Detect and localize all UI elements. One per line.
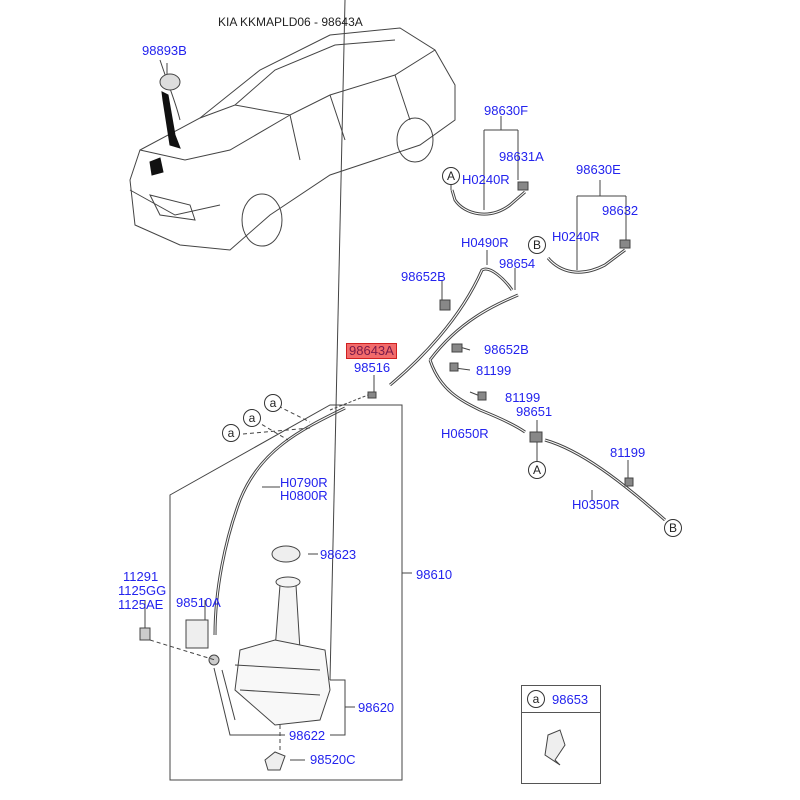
part-label-H0240R-b[interactable]: H0240R (552, 229, 600, 244)
part-label-H0800R[interactable]: H0800R (280, 488, 328, 503)
part-label-98622[interactable]: 98622 (289, 728, 326, 743)
part-label-98652B-b[interactable]: 98652B (484, 342, 529, 357)
part-label-98630E[interactable]: 98630E (576, 162, 621, 177)
callout-B-lower: B (664, 519, 682, 537)
part-label-98620[interactable]: 98620 (358, 700, 395, 715)
part-label-81199-c[interactable]: 81199 (610, 445, 646, 460)
part-label-H0650R[interactable]: H0650R (441, 426, 489, 441)
part-label-98893B[interactable]: 98893B (142, 43, 187, 58)
part-label-98652B-a[interactable]: 98652B (401, 269, 446, 284)
part-label-98630F[interactable]: 98630F (484, 103, 529, 118)
part-label-98510A[interactable]: 98510A (176, 595, 221, 610)
part-label-81199-a[interactable]: 81199 (476, 363, 512, 378)
part-label-H0240R-a[interactable]: H0240R (462, 172, 510, 187)
part-label-11291[interactable]: 11291 (123, 569, 159, 584)
part-label-98632[interactable]: 98632 (602, 203, 639, 218)
part-label-98516[interactable]: 98516 (354, 360, 391, 375)
callout-A-lower: A (528, 461, 546, 479)
part-label-H0790R[interactable]: H0790R (280, 475, 328, 490)
part-label-98631A[interactable]: 98631A (499, 149, 544, 164)
callout-a-3: a (264, 394, 282, 412)
washer-reservoir (185, 545, 331, 771)
legend-part-label[interactable]: 98653 (552, 692, 589, 707)
assembly-outline (169, 404, 403, 781)
part-label-H0490R[interactable]: H0490R (461, 235, 509, 250)
callout-a-2: a (243, 409, 261, 427)
part-label-98654[interactable]: 98654 (499, 256, 536, 271)
callout-A-upper: A (442, 167, 460, 185)
part-label-1125GG[interactable]: 1125GG (118, 583, 167, 598)
callout-a-1: a (222, 424, 240, 442)
callout-B-upper: B (528, 236, 546, 254)
part-label-98610[interactable]: 98610 (416, 567, 453, 582)
legend-box: a 98653 (521, 685, 601, 784)
legend-header: a 98653 (522, 686, 600, 713)
part-label-1125AE[interactable]: 1125AE (118, 597, 164, 612)
diagram-title: KIA KKMAPLD06 - 98643A (218, 15, 363, 29)
part-label-98623[interactable]: 98623 (320, 547, 357, 562)
part-label-98651[interactable]: 98651 (516, 404, 553, 419)
part-label-98520C[interactable]: 98520C (310, 752, 356, 767)
part-label-81199-b[interactable]: 81199 (505, 390, 541, 405)
part-label-98643A-highlighted[interactable]: 98643A (346, 343, 397, 359)
car-illustration (129, 27, 456, 251)
part-label-H0350R[interactable]: H0350R (572, 497, 620, 512)
legend-key-circle: a (527, 690, 545, 708)
